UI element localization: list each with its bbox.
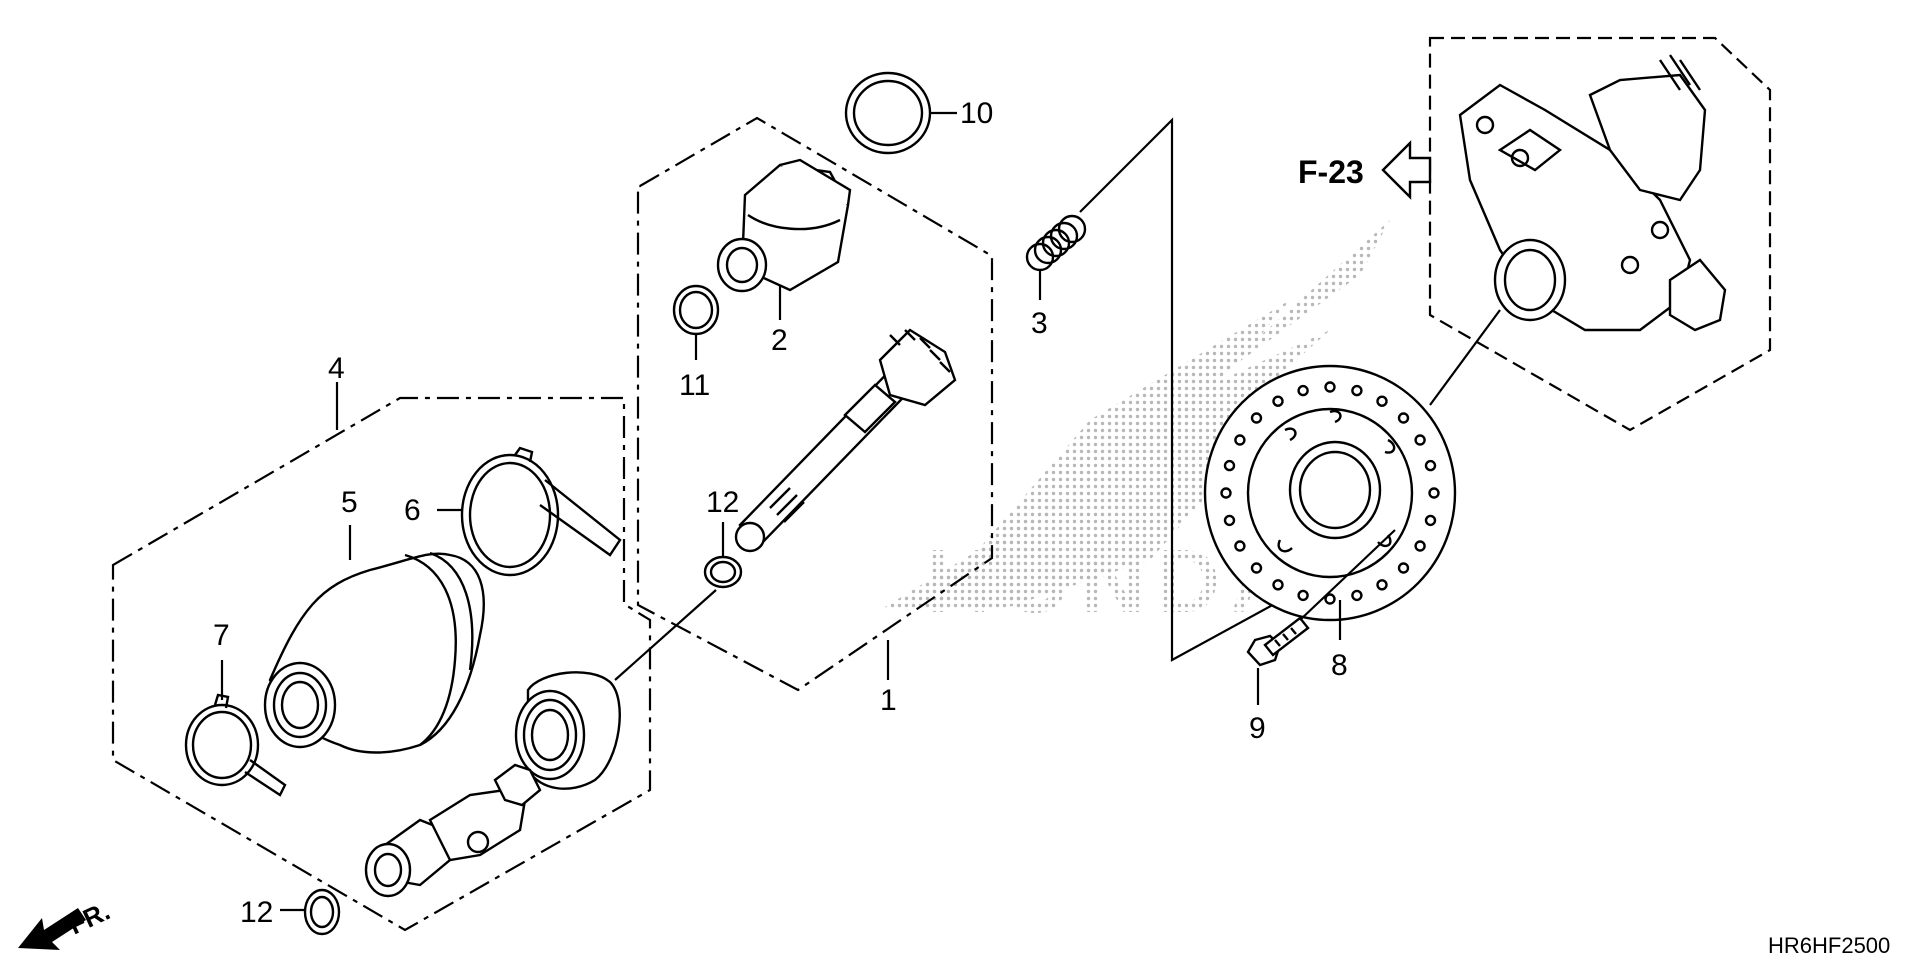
rubber-boot-part-5 <box>263 525 485 754</box>
disc-hole <box>1414 434 1426 446</box>
disc-hole <box>1250 412 1263 424</box>
flange-bolt-part-9 <box>1246 529 1396 705</box>
circlip-part-3 <box>1025 214 1087 300</box>
callout-11: 11 <box>679 369 710 402</box>
disc-hole <box>1234 434 1246 446</box>
reference-label: F-23 <box>1298 154 1364 190</box>
callout-2: 2 <box>771 324 788 357</box>
o-ring-part-12-upper <box>614 522 743 681</box>
disc-hole <box>1272 395 1284 407</box>
disc-hole <box>1397 562 1410 574</box>
boot-band-part-6 <box>437 446 622 577</box>
disc-hole <box>1351 589 1363 602</box>
boot-band-part-7 <box>184 660 287 797</box>
disc-hole <box>1424 459 1437 472</box>
o-ring-part-12-lower <box>280 888 341 936</box>
front-label: FR. <box>64 896 115 941</box>
disc-holes <box>1220 381 1440 605</box>
disc-hole <box>1250 562 1263 574</box>
knuckle-outline <box>1428 36 1772 432</box>
disc-hole <box>1223 459 1236 472</box>
disc-hole <box>1376 579 1388 591</box>
diagram-code: HR6HF2500 <box>1768 933 1890 958</box>
disc-hole <box>1376 395 1388 407</box>
callout-9: 9 <box>1249 712 1266 745</box>
callout-12-lower: 12 <box>240 896 273 929</box>
o-ring-part-10 <box>844 71 957 155</box>
group-1-outline <box>636 116 994 692</box>
disc-hole <box>1424 514 1437 527</box>
outer-joint-part-2 <box>716 158 852 320</box>
drive-shaft <box>734 328 957 553</box>
disc-hole <box>1272 579 1284 591</box>
reference-arrow-f23: F-23 <box>1298 140 1432 200</box>
disc-hole <box>1220 487 1232 499</box>
universal-joint <box>364 763 542 898</box>
disc-hole <box>1324 593 1336 605</box>
disc-hole <box>1234 540 1246 552</box>
callout-10: 10 <box>960 97 993 130</box>
callout-4: 4 <box>328 352 345 385</box>
disc-hole <box>1223 514 1236 527</box>
inner-joint-cup <box>514 671 621 790</box>
callout-12-upper: 12 <box>706 486 739 519</box>
callout-8: 8 <box>1331 649 1348 682</box>
callout-1: 1 <box>880 684 897 717</box>
disc-hole <box>1351 384 1363 397</box>
group-4-outline <box>111 396 652 932</box>
brake-disc-part-8 <box>1203 364 1457 640</box>
disc-hole <box>1297 589 1309 602</box>
callout-6: 6 <box>404 494 421 527</box>
disc-hole <box>1428 487 1440 499</box>
disc-hole <box>1414 540 1426 552</box>
disc-hole <box>1397 412 1410 424</box>
steering-knuckle <box>1429 54 1727 406</box>
callout-7: 7 <box>213 619 230 652</box>
disc-hole <box>1324 381 1336 393</box>
front-direction-indicator: FR. <box>18 896 115 950</box>
disc-hole <box>1297 384 1309 397</box>
callout-labels: 1 2 3 4 5 6 7 8 9 10 11 12 12 <box>213 97 1348 929</box>
o-ring-part-11 <box>672 284 720 360</box>
callout-3: 3 <box>1031 307 1048 340</box>
callout-5: 5 <box>341 486 358 519</box>
